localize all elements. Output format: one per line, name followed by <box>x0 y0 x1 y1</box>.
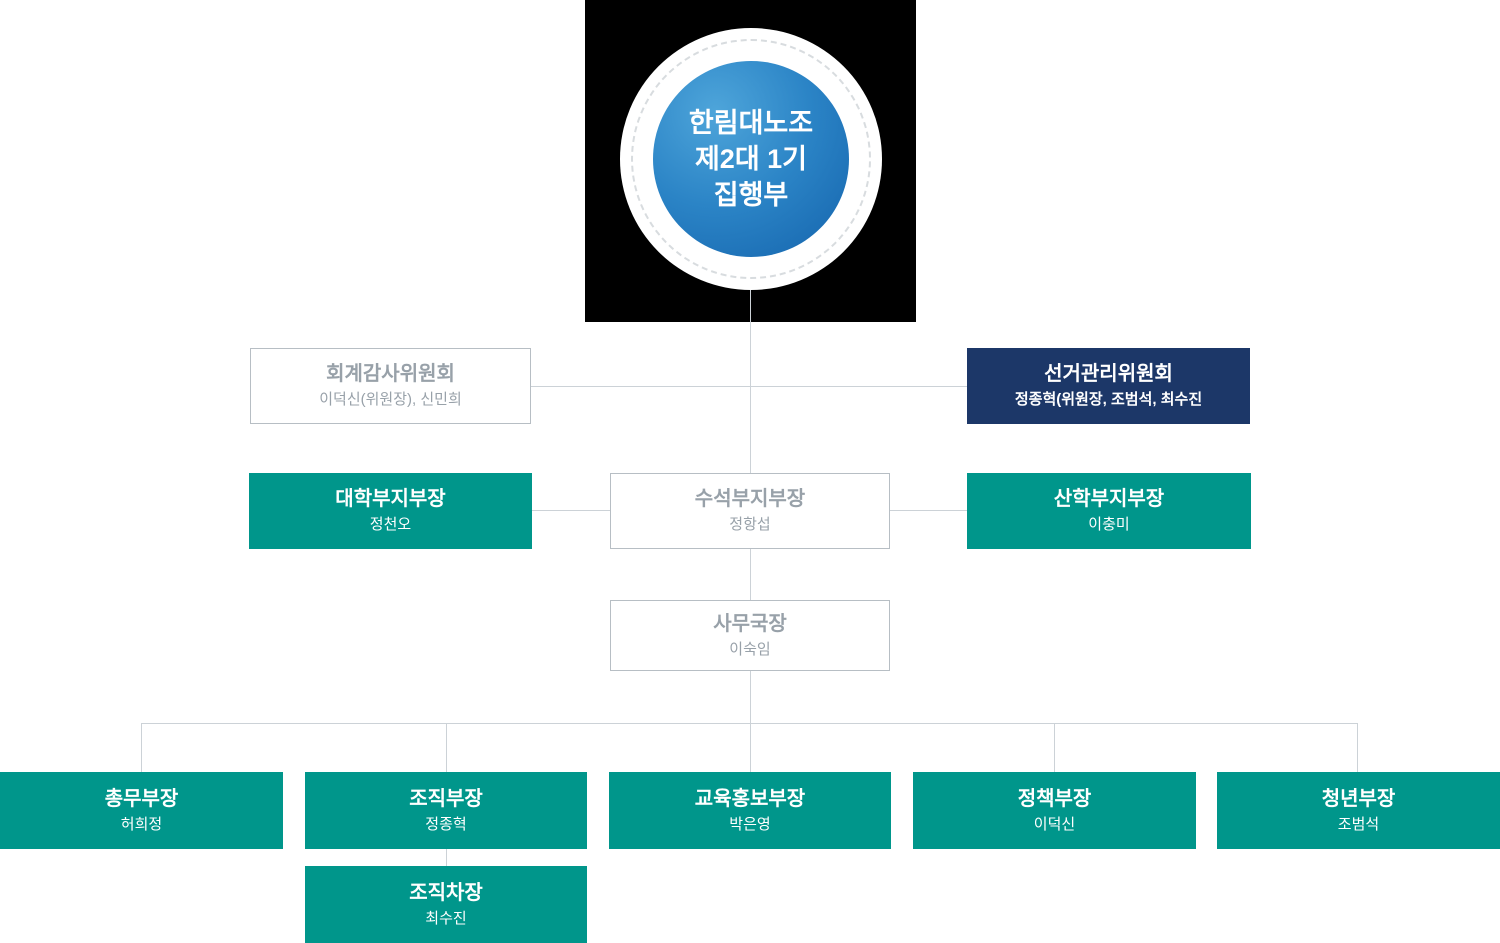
connector-root-vertical <box>750 288 751 473</box>
general-affairs-dept-name: 허희정 <box>120 815 163 833</box>
node-university-vice-chief: 대학부지부장 정천오 <box>249 473 532 549</box>
connector-secretary-down <box>750 671 751 772</box>
root-title-line3: 집행부 <box>713 180 789 210</box>
policy-dept-title: 정책부장 <box>1017 787 1092 810</box>
education-pr-dept-title: 교육홍보부장 <box>694 787 806 810</box>
connector-vice-left <box>532 510 610 511</box>
node-organization-dept: 조직부장 정종혁 <box>305 772 587 849</box>
root-title-line2: 제2대 1기 <box>694 144 808 174</box>
election-committee-members: 정종혁(위원장, 조범석, 최수진 <box>1014 391 1203 408</box>
connector-drop-4 <box>1054 723 1055 772</box>
industry-vice-chief-title: 산학부지부장 <box>1053 488 1165 510</box>
node-organization-deputy: 조직차장 최수진 <box>305 866 587 943</box>
connector-drop-5 <box>1357 723 1358 772</box>
general-affairs-dept-title: 총무부장 <box>104 787 179 810</box>
node-industry-vice-chief: 산학부지부장 이충미 <box>967 473 1251 549</box>
industry-vice-chief-name: 이충미 <box>1088 516 1130 533</box>
university-vice-chief-title: 대학부지부장 <box>335 488 446 510</box>
node-election-committee: 선거관리위원회 정종혁(위원장, 조범석, 최수진 <box>967 348 1250 424</box>
election-committee-title: 선거관리위원회 <box>1044 363 1173 385</box>
root-emblem-circle: 한림대노조 제2대 1기 집행부 <box>620 28 882 290</box>
secretary-general-title: 사무국장 <box>713 612 787 635</box>
node-policy-dept: 정책부장 이덕신 <box>913 772 1196 849</box>
connector-departments-horizontal <box>141 723 1358 724</box>
policy-dept-name: 이덕신 <box>1033 815 1076 833</box>
root-title-line1: 한림대노조 <box>688 108 814 138</box>
connector-committee-horizontal <box>531 386 967 387</box>
connector-vice-right <box>890 510 967 511</box>
education-pr-dept-name: 박은영 <box>729 815 771 833</box>
node-audit-committee: 회계감사위원회 이덕신(위원장), 신민희 <box>250 348 531 424</box>
connector-drop-1 <box>141 723 142 772</box>
senior-vice-chief-title: 수석부지부장 <box>694 488 806 510</box>
youth-dept-name: 조범석 <box>1337 815 1380 833</box>
node-secretary-general: 사무국장 이숙임 <box>610 600 890 671</box>
connector-senior-secretary <box>750 549 751 600</box>
root-emblem-dashed-ring <box>631 39 871 279</box>
node-youth-dept: 청년부장 조범석 <box>1217 772 1500 849</box>
university-vice-chief-name: 정천오 <box>369 516 412 533</box>
organization-deputy-title: 조직차장 <box>409 881 483 904</box>
node-general-affairs-dept: 총무부장 허희정 <box>0 772 283 849</box>
youth-dept-title: 청년부장 <box>1321 787 1396 810</box>
organization-dept-name: 정종혁 <box>425 815 467 833</box>
connector-drop-2 <box>446 723 447 772</box>
root-node: 한림대노조 제2대 1기 집행부 <box>653 61 849 257</box>
connector-deputy <box>446 849 447 866</box>
secretary-general-name: 이숙임 <box>729 640 771 658</box>
organization-deputy-name: 최수진 <box>425 909 467 927</box>
node-senior-vice-chief: 수석부지부장 정항섭 <box>610 473 890 549</box>
senior-vice-chief-name: 정항섭 <box>729 516 771 533</box>
audit-committee-members: 이덕신(위원장), 신민희 <box>319 391 462 408</box>
organization-dept-title: 조직부장 <box>409 787 483 810</box>
audit-committee-title: 회계감사위원회 <box>326 363 455 385</box>
node-education-pr-dept: 교육홍보부장 박은영 <box>609 772 891 849</box>
